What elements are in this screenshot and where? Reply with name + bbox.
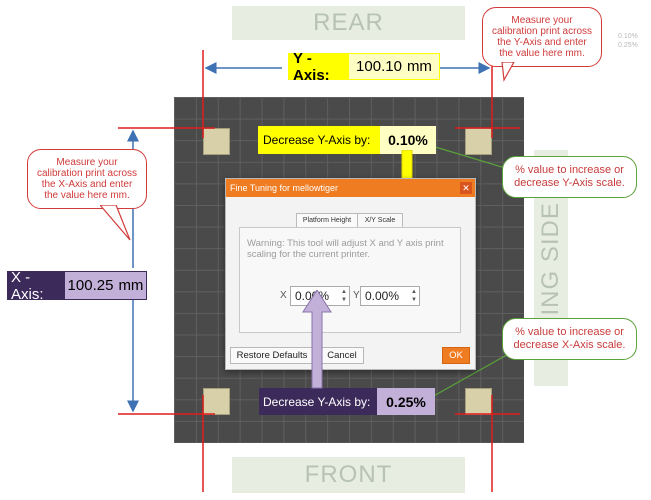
x-percent-callout: % value to increase or decrease X-Axis s…: [502, 318, 637, 360]
x-measure-callout: Measure your calibration print across th…: [27, 149, 147, 209]
y-axis-label: Y - Axis:: [289, 50, 349, 84]
front-label: FRONT: [232, 457, 465, 493]
x-axis-label: X - Axis:: [8, 269, 65, 303]
decrease-y-bottom-label: Decrease Y-Axis by:: [259, 388, 377, 415]
y-axis-value-field[interactable]: 100.10 mm: [349, 54, 439, 79]
faint-text-4: 0.25%: [618, 42, 638, 49]
decrease-y-top-value: 0.10%: [380, 126, 436, 154]
corner-square-bl: [203, 388, 230, 415]
x-spin-arrows[interactable]: ▲▼: [341, 289, 347, 303]
corner-square-tl: [203, 128, 230, 155]
cancel-button[interactable]: Cancel: [320, 347, 364, 364]
y-percent-callout: % value to increase or decrease Y-Axis s…: [502, 156, 637, 198]
decrease-y-bottom-box: Decrease Y-Axis by: 0.25%: [259, 388, 435, 415]
y-axis-box: Y - Axis: 100.10 mm: [288, 50, 440, 84]
dialog-title-bar: Fine Tuning for mellowtiger ✕: [226, 179, 475, 197]
x-measure-callout-tail: [100, 205, 131, 241]
restore-defaults-button[interactable]: Restore Defaults: [230, 347, 314, 364]
tab-xy-scale[interactable]: X/Y Scale: [357, 213, 403, 228]
y-scale-input[interactable]: 0.00% ▲▼: [360, 286, 420, 306]
ok-button[interactable]: OK: [442, 347, 470, 364]
x-axis-value-field[interactable]: 100.25 mm: [65, 272, 146, 299]
decrease-y-top-label: Decrease Y-Axis by:: [258, 126, 380, 154]
y-spin-arrows[interactable]: ▲▼: [411, 289, 417, 303]
y-axis-unit: mm: [406, 58, 432, 75]
tab-platform-height[interactable]: Platform Height: [296, 213, 358, 228]
y-axis-value: 100.10: [356, 58, 402, 75]
corner-square-tr: [465, 128, 492, 155]
dialog-title: Fine Tuning for mellowtiger: [230, 183, 339, 193]
rear-label: REAR: [232, 6, 465, 40]
x-spin-label: X: [280, 290, 287, 301]
xy-scale-panel: Warning: This tool will adjust X and Y a…: [239, 227, 461, 333]
y-spin-label: Y: [353, 290, 360, 301]
faint-text-2: 0.10%: [618, 33, 638, 40]
x-axis-unit: mm: [118, 277, 144, 294]
x-axis-value: 100.25: [67, 277, 114, 294]
purple-arrow: [302, 290, 332, 389]
green-connector-top: [431, 145, 513, 171]
decrease-y-top-box: Decrease Y-Axis by: 0.10%: [258, 126, 436, 154]
warning-text: Warning: This tool will adjust X and Y a…: [247, 238, 444, 260]
y-measure-callout: Measure your calibration print across th…: [482, 7, 602, 67]
x-axis-box: X - Axis: 100.25 mm: [7, 269, 147, 303]
y-measure-callout-tail: [501, 62, 515, 82]
front-text: FRONT: [304, 461, 393, 488]
decrease-y-bottom-value: 0.25%: [377, 388, 435, 415]
y-scale-value: 0.00%: [365, 289, 400, 303]
green-connector-bottom: [429, 351, 513, 399]
rear-text: REAR: [313, 9, 384, 36]
fine-tuning-dialog: Fine Tuning for mellowtiger ✕ Platform H…: [225, 178, 476, 370]
close-icon[interactable]: ✕: [460, 182, 472, 194]
